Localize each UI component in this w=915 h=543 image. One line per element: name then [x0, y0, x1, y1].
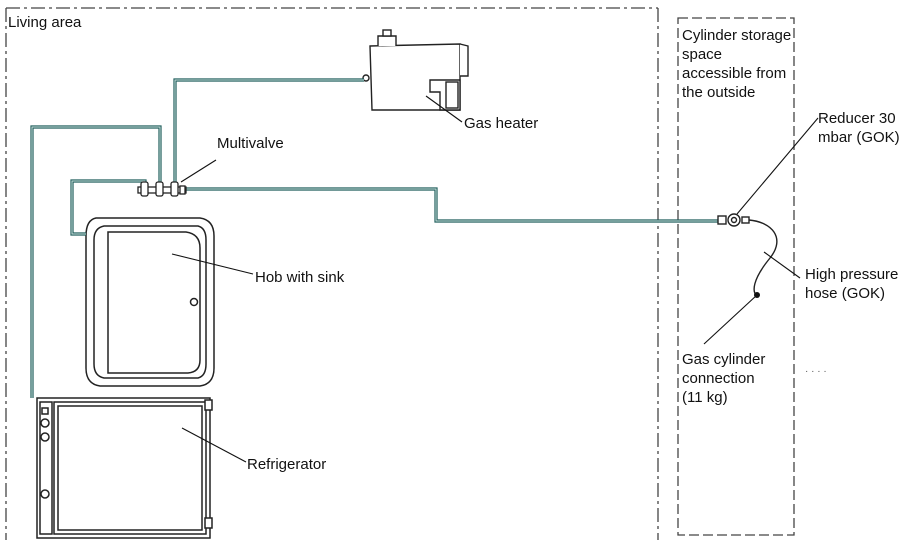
gas-heater	[362, 29, 469, 111]
hob-with-sink	[85, 217, 215, 387]
cylinder-storage-boundary	[677, 17, 795, 536]
refrigerator-label: Refrigerator	[247, 456, 327, 473]
refrigerator	[36, 397, 213, 539]
cylinder-storage-label: Cylinder storage space accessible from t…	[682, 27, 792, 101]
high-pressure-hose	[748, 219, 778, 297]
living-area-boundary	[5, 7, 659, 540]
leader-lines	[171, 95, 819, 463]
gas-cylinder-connection-label: Gas cylinder connection (11 kg)	[682, 351, 766, 406]
hob-with-sink-label: Hob with sink	[255, 269, 345, 286]
multivalve	[137, 181, 187, 197]
high-pressure-hose-label: High pressure hose (GOK)	[805, 266, 899, 302]
reducer-30-mbar	[717, 213, 750, 227]
living-area-label: Living area	[8, 14, 82, 31]
truncated-text: · · · ·	[805, 366, 827, 377]
gas-heater-label: Gas heater	[464, 115, 539, 132]
multivalve-label: Multivalve	[217, 135, 284, 152]
reducer-label: Reducer 30 mbar (GOK)	[818, 110, 900, 146]
